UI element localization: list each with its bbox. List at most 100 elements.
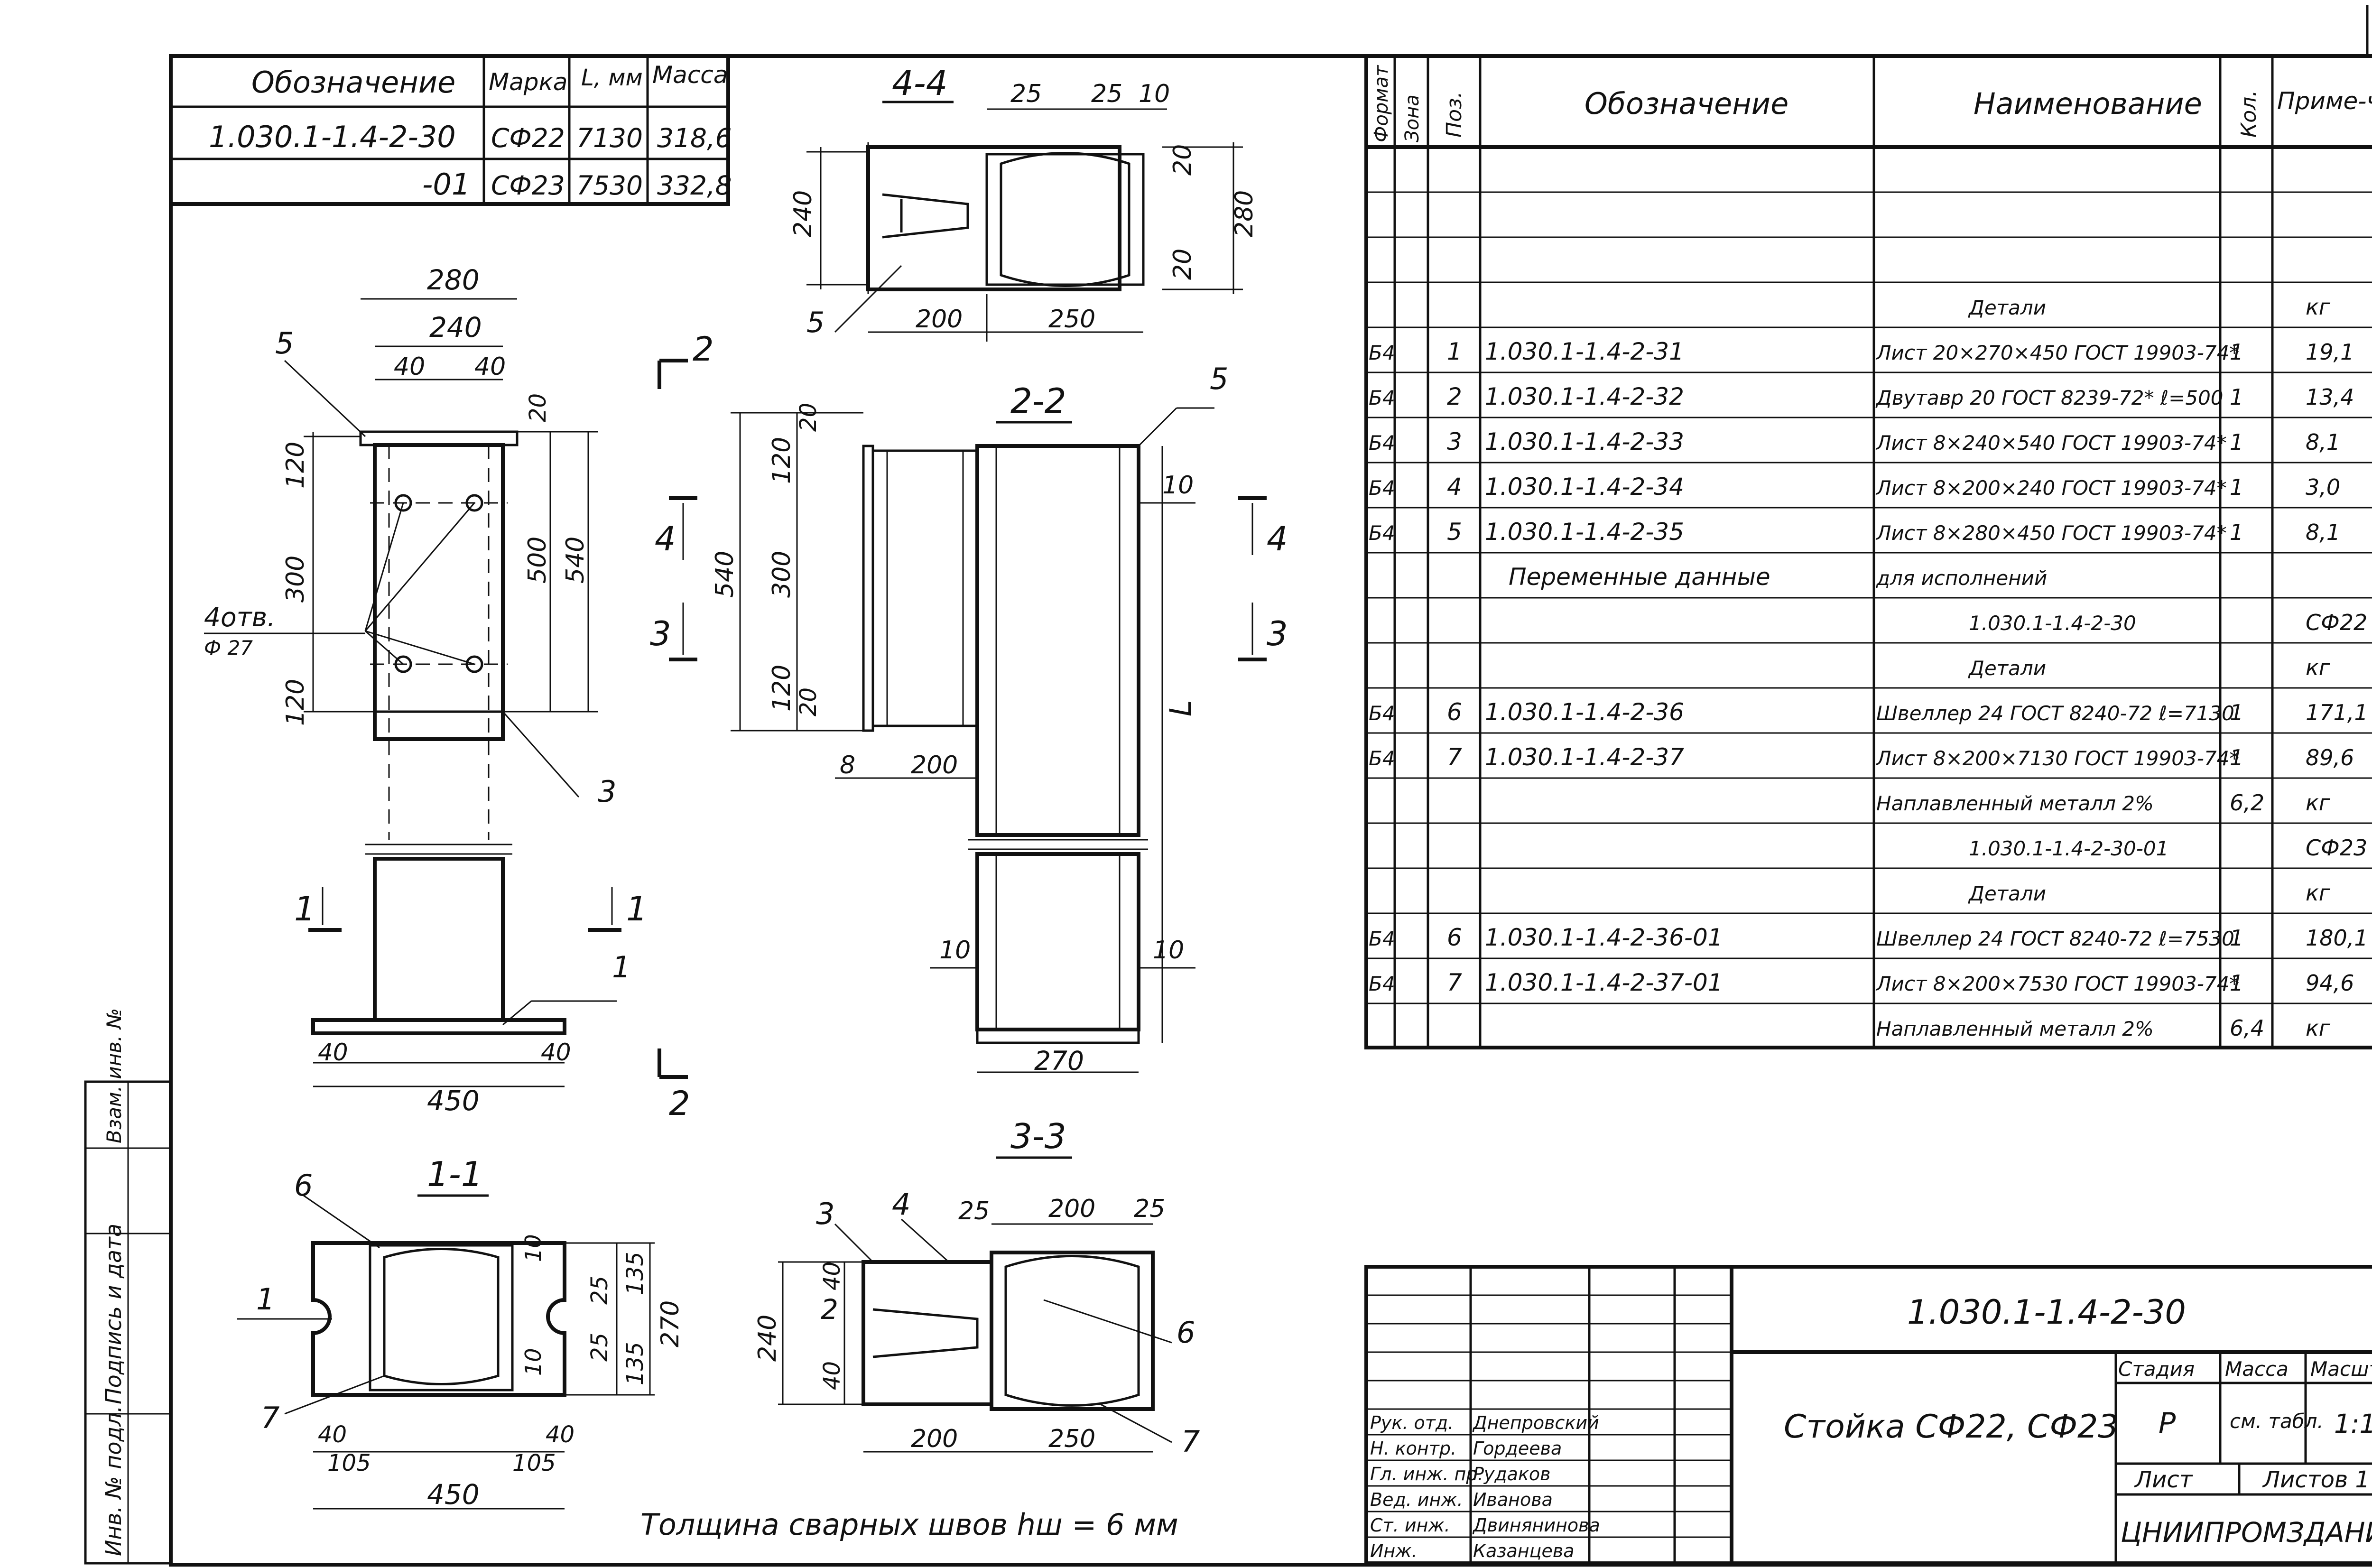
s33-pos-4: 4 xyxy=(892,1187,910,1222)
spec-cell-qty: 1 xyxy=(2230,339,2243,365)
mass-value: см. табл. xyxy=(2230,1410,2324,1433)
spec-cell-note: СФ22 xyxy=(2306,610,2367,635)
s33-pos-2: 2 xyxy=(821,1293,838,1326)
spec-cell-fmt: Б4 xyxy=(1369,927,1395,950)
s44-dim-240: 240 xyxy=(789,190,817,237)
spec-cell-note: кг xyxy=(2306,790,2331,816)
title-block-person: Рудаков xyxy=(1473,1464,1551,1484)
s22-dim-10b: 10 xyxy=(939,936,971,965)
title-block-role: Н. контр. xyxy=(1370,1438,1456,1459)
main-dim-540: 540 xyxy=(561,537,590,584)
spec-cell-name: 1.030.1-1.4-2-30-01 xyxy=(1969,837,2168,860)
stamp-inv-label: Инв. № подл. xyxy=(101,1406,126,1556)
main-dim-120b: 120 xyxy=(281,679,310,726)
main-holes-count: 4отв. xyxy=(204,602,276,632)
title-block-person: Гордеева xyxy=(1473,1438,1562,1459)
s22-dim-L: L xyxy=(1163,700,1198,716)
spec-cell-name: Лист 8×200×7530 ГОСТ 19903-74* xyxy=(1875,972,2239,995)
spec-h-zone: Зона xyxy=(1401,94,1423,142)
s11-dim-25a: 25 xyxy=(586,1276,613,1305)
cut-3-right: 3 xyxy=(1267,614,1288,653)
spec-cell-name: Лист 8×200×240 ГОСТ 19903-74* xyxy=(1875,476,2227,500)
spec-cell-code: 1.030.1-1.4-2-36 xyxy=(1485,698,1684,726)
drawing-title: Стойка СФ22, СФ23 xyxy=(1784,1408,2119,1446)
left-stamp-strip: Взам. инв. № Подпись и дата Инв. № подл. xyxy=(84,1008,172,1565)
title-block-role: Инж. xyxy=(1370,1540,1418,1561)
spec-cell-code: 1.030.1-1.4-2-32 xyxy=(1485,383,1684,410)
mass-table-r1-len: 7530 xyxy=(576,170,643,201)
s44-dim-20a: 20 xyxy=(1168,144,1197,176)
section-4-4: 4-4 25 25 10 240 20 280 20 200 250 5 xyxy=(789,63,1259,342)
s22-dim-200: 200 xyxy=(911,751,958,779)
title-block-role: Ст. инж. xyxy=(1370,1515,1450,1536)
spec-cell-qty: 1 xyxy=(2230,925,2243,951)
stage-value: Р xyxy=(2159,1407,2176,1440)
spec-cell-code: 1.030.1-1.4-2-37-01 xyxy=(1485,969,1723,996)
mass-table-r0-len: 7130 xyxy=(576,123,643,153)
spec-cell-code: 1.030.1-1.4-2-37 xyxy=(1485,743,1684,771)
cut-4-left: 4 xyxy=(655,520,676,558)
title-block-role: Гл. инж. пр. xyxy=(1370,1464,1483,1484)
spec-cell-qty: 1 xyxy=(2230,700,2243,725)
mass-table-h-mark: Марка xyxy=(489,68,567,96)
spec-cell-pos: 3 xyxy=(1447,428,1462,455)
spec-cell-qty: 6,4 xyxy=(2230,1015,2264,1041)
spec-cell-qty: 1 xyxy=(2230,429,2243,455)
spec-cell-name: Детали xyxy=(1968,882,2046,905)
main-dim-300: 300 xyxy=(281,556,310,603)
spec-cell-qty: 1 xyxy=(2230,745,2243,770)
spec-cell-fmt: Б4 xyxy=(1369,476,1395,500)
spec-cell-note: кг xyxy=(2306,1015,2331,1041)
mass-header: Масса xyxy=(2225,1357,2289,1381)
s33-dim-25a: 25 xyxy=(958,1197,990,1225)
spec-cell-pos: 6 xyxy=(1447,924,1462,951)
s11-dim-450: 450 xyxy=(427,1478,480,1511)
s33-dim-200a: 200 xyxy=(1048,1195,1095,1223)
doc-code: 1.030.1-1.4-2-30 xyxy=(1907,1293,2186,1332)
section-4-4-title: 4-4 xyxy=(892,63,948,103)
spec-cell-name: Швеллер 24 ГОСТ 8240-72 ℓ=7530 xyxy=(1876,927,2234,950)
s33-pos-6: 6 xyxy=(1177,1315,1195,1350)
s44-dim-250: 250 xyxy=(1048,305,1095,334)
main-pos-1: 1 xyxy=(612,950,630,984)
main-dim-40b: 40 xyxy=(474,353,506,381)
spec-cell-note: 89,6 xyxy=(2306,745,2354,770)
spec-cell-name: Лист 8×280×450 ГОСТ 19903-74* xyxy=(1875,521,2227,545)
section-1-1: 1-1 6 1 7 10 25 135 25 135 270 10 40 105… xyxy=(237,1154,685,1511)
s44-dim-25a: 25 xyxy=(1010,80,1042,108)
section-2-2-title: 2-2 xyxy=(1010,381,1066,421)
spec-cell-name: 1.030.1-1.4-2-30 xyxy=(1969,612,2136,635)
s11-dim-25b: 25 xyxy=(586,1333,613,1362)
s22-dim-20a: 20 xyxy=(795,403,822,432)
main-dim-120a: 120 xyxy=(281,442,310,489)
mass-table-r1-code: -01 xyxy=(422,167,470,202)
spec-cell-name: Швеллер 24 ГОСТ 8240-72 ℓ=7130 xyxy=(1876,702,2234,725)
s33-dim-200b: 200 xyxy=(911,1425,958,1453)
s11-dim-40a: 40 xyxy=(318,1421,347,1448)
spec-h-code: Обозначение xyxy=(1584,86,1788,121)
section-2-2: 2-2 5 20 120 300 540 120 20 8 200 10 10 xyxy=(650,362,1288,1076)
spec-cell-note: 94,6 xyxy=(2306,970,2354,996)
spec-cell-note: 180,1 xyxy=(2306,925,2368,951)
spec-h-note: Приме-чание xyxy=(2277,87,2372,115)
spec-cell-pos: 5 xyxy=(1447,518,1462,546)
mass-table-r1-mark: СФ23 xyxy=(491,170,565,201)
sheets-header: Листов 1 xyxy=(2262,1466,2370,1493)
main-pos-3: 3 xyxy=(598,774,616,809)
s22-dim-540: 540 xyxy=(711,551,739,598)
s22-dim-120a: 120 xyxy=(768,437,796,484)
spec-cell-pos: 6 xyxy=(1447,698,1462,726)
cut-2-top: 2 xyxy=(693,330,714,369)
spec-cell-fmt: Б4 xyxy=(1369,972,1395,995)
main-elevation: 280 240 40 40 5 4отв. Ф 27 xyxy=(204,264,714,1123)
section-1-1-title: 1-1 xyxy=(427,1154,483,1194)
stamp-sign-label: Подпись и дата xyxy=(101,1224,126,1404)
spec-cell-fmt: Б4 xyxy=(1369,702,1395,725)
s44-dim-25b: 25 xyxy=(1091,80,1122,108)
spec-cell-note: 171,1 xyxy=(2306,700,2368,725)
spec-cell-fmt: Б4 xyxy=(1369,386,1395,409)
spec-cell-note: 13,4 xyxy=(2306,384,2354,410)
spec-cell-name: Детали xyxy=(1968,657,2046,680)
s33-dim-250: 250 xyxy=(1048,1425,1095,1453)
